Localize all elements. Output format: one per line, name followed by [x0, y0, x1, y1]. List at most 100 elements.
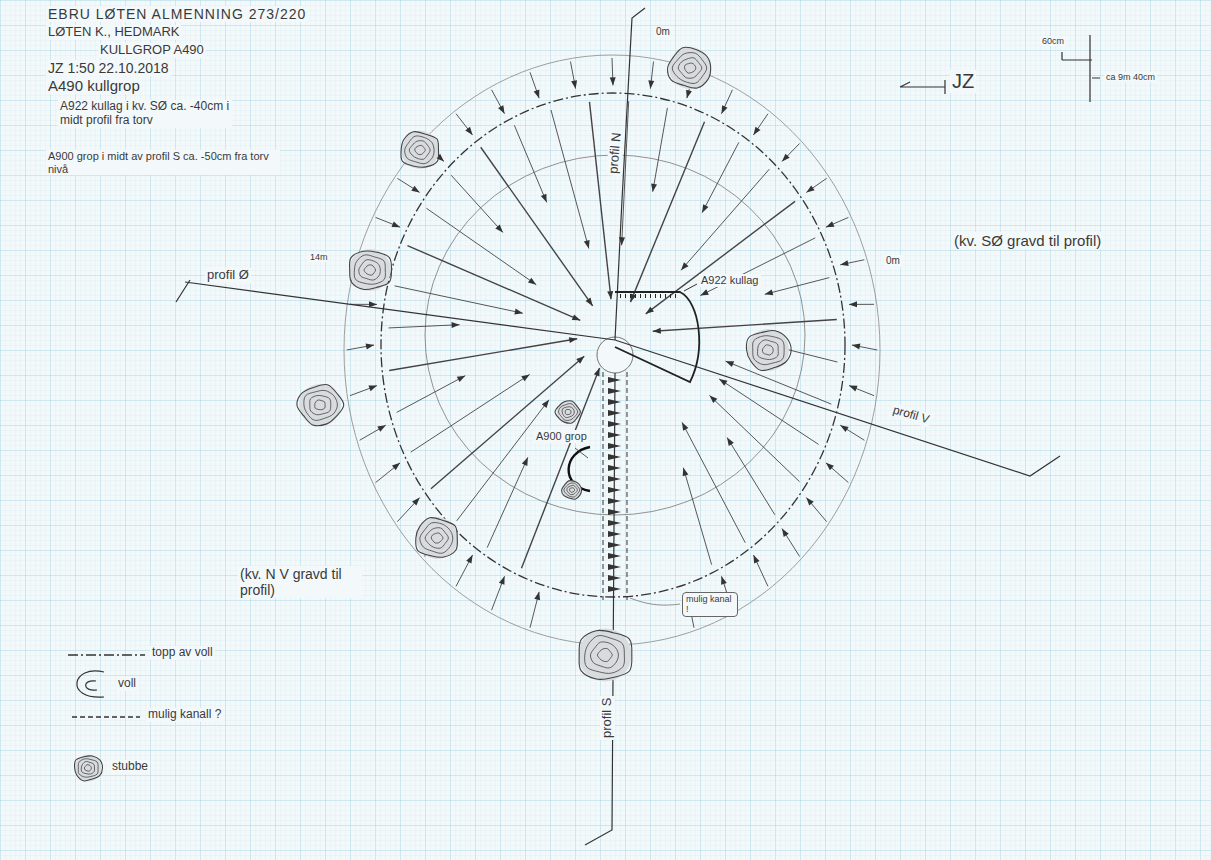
stump-ring — [75, 756, 103, 781]
hachure-head — [534, 90, 540, 99]
leader-line — [630, 598, 680, 605]
hachure-line — [426, 208, 536, 284]
hachure-line — [727, 438, 775, 515]
note-text: (kv. SØ gravd til profil) — [952, 232, 1103, 249]
hachure-head — [651, 183, 657, 191]
hachure-line — [431, 356, 584, 489]
channel-tick — [608, 432, 621, 438]
hachure-line — [681, 169, 769, 270]
channel-tick — [608, 388, 621, 394]
hachure-head — [534, 592, 540, 600]
hachure-line — [700, 238, 815, 296]
stump-symbol — [562, 481, 582, 500]
hachure-head — [392, 221, 401, 227]
legend-samples — [68, 655, 145, 717]
hachure-head — [594, 368, 600, 377]
feature-label: A922 kullag — [699, 274, 761, 287]
stump-ring — [590, 642, 618, 668]
callout-box: mulig kanal ! — [682, 592, 738, 617]
stump-ring — [678, 58, 702, 79]
channel-tick — [608, 476, 621, 482]
hachure-head — [765, 289, 773, 295]
hachure-line — [451, 175, 503, 232]
stump-ring — [567, 485, 578, 494]
hachure-head — [521, 374, 529, 381]
hachure-line — [702, 142, 739, 212]
stump-ring — [425, 528, 448, 549]
channel-edges — [603, 372, 627, 600]
header-text: KULLGROP A490 — [98, 43, 206, 58]
stump-ring — [84, 765, 91, 772]
channel-tick — [608, 421, 621, 427]
hachure-line — [840, 425, 864, 440]
profile-line-o-v — [176, 280, 1060, 476]
hachure-head — [541, 194, 547, 203]
stump-ring — [585, 635, 625, 673]
hachure-line — [765, 278, 830, 295]
measure-label: 0m — [884, 255, 902, 267]
stump-symbol — [746, 329, 791, 371]
hachure-head — [495, 225, 503, 233]
hachure-head — [457, 376, 465, 382]
stump-ring — [559, 404, 578, 421]
stump-ring — [405, 136, 434, 164]
stump-symbol — [297, 384, 344, 426]
hachure-head — [681, 262, 689, 270]
hachure-line — [521, 368, 599, 568]
sheet-title: EBRU LØTEN ALMENNING 273/220 — [46, 6, 308, 22]
stump-ring — [668, 47, 711, 88]
stump-ring — [310, 395, 331, 414]
hachure-head — [646, 307, 654, 314]
stump-ring — [762, 345, 773, 355]
channel-tick — [608, 465, 621, 471]
channel-tick — [608, 377, 621, 383]
channel-tick — [608, 542, 621, 548]
stump-ring — [746, 331, 791, 371]
hachure-head — [682, 422, 688, 430]
hachure-line — [395, 286, 523, 313]
hachure-head — [576, 356, 584, 364]
stump-ring — [672, 53, 706, 84]
hachure-line — [456, 114, 472, 135]
channel-ticks — [608, 377, 621, 592]
hachure-head — [753, 127, 760, 135]
feature-label: A900 grop — [534, 430, 589, 443]
voll-outer-edge — [344, 55, 880, 645]
legend-text: mulig kanall ? — [146, 708, 223, 722]
hachure-line — [397, 498, 419, 522]
stump-ring — [315, 400, 325, 410]
hachure-head — [653, 328, 661, 334]
voll-top-line — [381, 93, 845, 597]
stump-ring — [415, 145, 426, 154]
hachure-head — [366, 343, 374, 349]
channel-tick — [608, 410, 621, 416]
hachure-head — [572, 314, 581, 320]
channel-tick — [608, 575, 621, 581]
hachures — [347, 58, 878, 628]
hachure-head — [686, 90, 692, 99]
channel-tick — [608, 487, 621, 493]
stump-ring — [570, 488, 575, 493]
hachure-head — [392, 463, 400, 470]
header-text: JZ 1:50 22.10.2018 — [46, 60, 171, 76]
leader-line — [575, 448, 588, 458]
legend-text: stubbe — [110, 760, 150, 774]
hachure-head — [849, 301, 857, 307]
channel-tick — [608, 586, 621, 592]
hachure-head — [721, 105, 727, 114]
hachure-head — [753, 555, 759, 564]
hachure-head — [465, 127, 472, 135]
hachure-line — [806, 178, 826, 192]
hachure-head — [377, 425, 385, 432]
hachure-head — [648, 80, 654, 88]
stump-ring — [359, 260, 381, 280]
stump-ring — [349, 251, 391, 290]
channel-tick — [608, 443, 621, 449]
hachure-head — [368, 386, 377, 392]
note-text: A922 kullag i kv. SØ ca. -40cm i midt pr… — [58, 100, 232, 128]
channel-tick — [608, 553, 621, 559]
hachure-line — [782, 529, 800, 557]
channel-tick — [608, 531, 621, 537]
stump-ring — [562, 481, 582, 500]
hachure-head — [451, 322, 459, 328]
